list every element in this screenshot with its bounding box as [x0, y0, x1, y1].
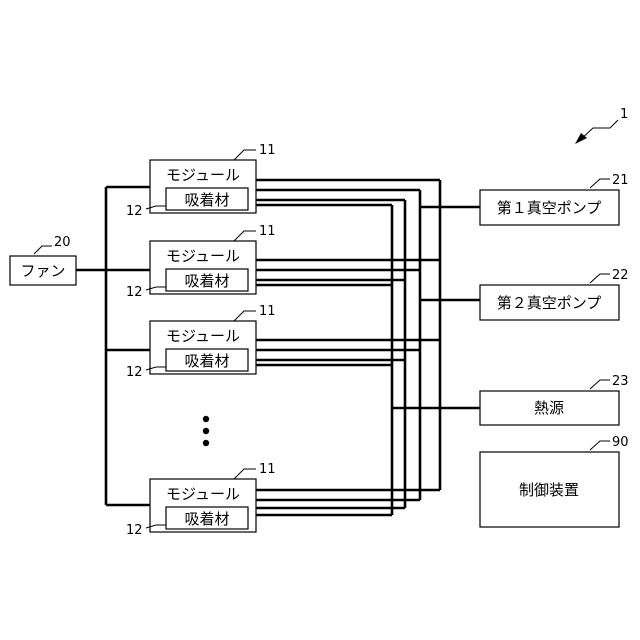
adsorbent-label: 吸着材 [184, 272, 229, 290]
pump2: 第２真空ポンプ 22 [480, 268, 629, 320]
wiring [76, 180, 480, 515]
module-ref: 11 [259, 304, 276, 319]
adsorbent-label: 吸着材 [184, 191, 229, 209]
pump2-ref: 22 [612, 268, 629, 283]
controller-label: 制御装置 [519, 481, 579, 499]
heat-source: 熱源 23 [480, 374, 629, 425]
controller-ref: 90 [612, 435, 629, 450]
pump1-ref: 21 [612, 173, 629, 188]
heat-source-label: 熱源 [534, 399, 564, 417]
controller: 制御装置 90 [480, 435, 629, 527]
pump2-ref-leader [590, 274, 610, 283]
module-ref-leader [234, 231, 256, 241]
module-3: モジュール 吸着材 11 12 [126, 304, 276, 380]
figure-ref: 1 [575, 107, 628, 144]
module-label: モジュール [166, 247, 240, 265]
adsorbent-label: 吸着材 [184, 352, 229, 370]
module-ref: 11 [259, 224, 276, 239]
adsorbent-label: 吸着材 [184, 510, 229, 528]
module-ref: 11 [259, 462, 276, 477]
controller-ref-leader [590, 441, 610, 450]
fan: ファン 20 [10, 235, 76, 285]
pump1-label: 第１真空ポンプ [497, 199, 602, 217]
module-4: モジュール 吸着材 11 12 [126, 462, 276, 538]
fan-ref-leader [34, 246, 52, 254]
heat-source-ref-leader [590, 380, 610, 389]
module-ref: 11 [259, 143, 276, 158]
ellipsis-dots [203, 416, 209, 446]
pump2-label: 第２真空ポンプ [497, 294, 602, 312]
adsorbent-ref: 12 [126, 523, 143, 538]
heat-source-ref: 23 [612, 374, 629, 389]
module-ref-leader [234, 150, 256, 160]
module-label: モジュール [166, 166, 240, 184]
module-ref-leader [234, 311, 256, 321]
module-2: モジュール 吸着材 11 12 [126, 224, 276, 300]
adsorbent-ref: 12 [126, 365, 143, 380]
module-label: モジュール [166, 327, 240, 345]
module-label: モジュール [166, 485, 240, 503]
fan-label: ファン [20, 262, 65, 280]
figure-ref-number: 1 [620, 107, 628, 122]
fan-ref: 20 [54, 235, 71, 250]
module-1: モジュール 吸着材 11 12 [126, 143, 276, 219]
adsorbent-ref: 12 [126, 204, 143, 219]
pump1-ref-leader [590, 179, 610, 188]
pump1: 第１真空ポンプ 21 [480, 173, 629, 225]
module-ref-leader [234, 469, 256, 479]
adsorbent-ref: 12 [126, 285, 143, 300]
